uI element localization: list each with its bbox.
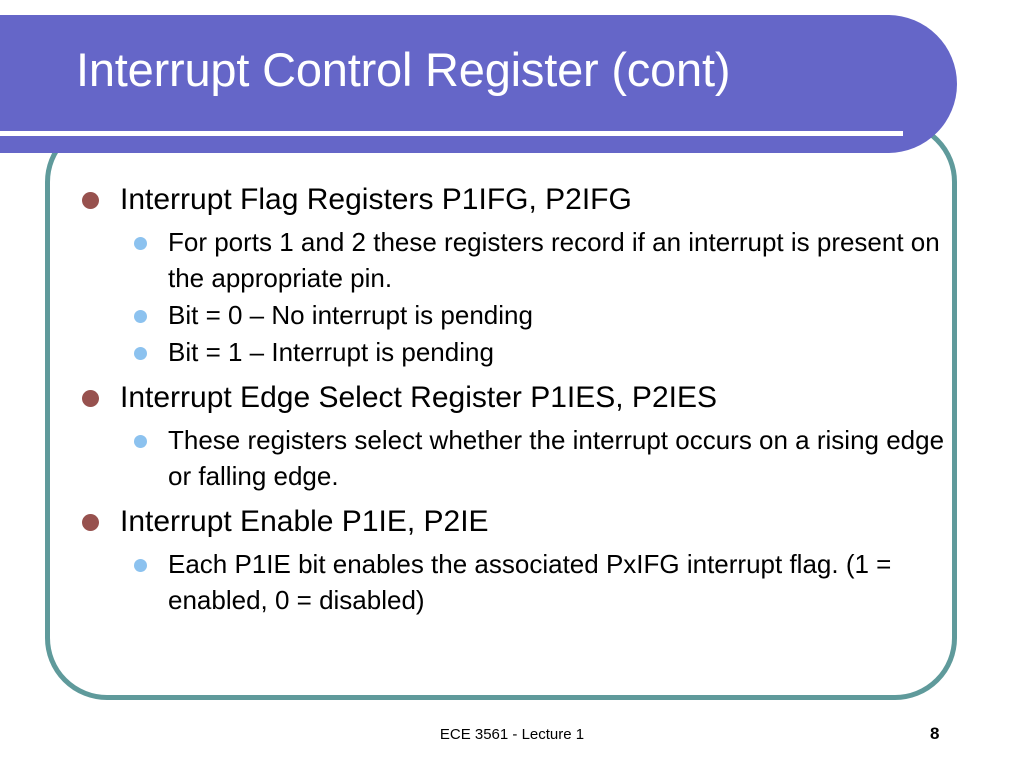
- bullet-level2: Bit = 1 – Interrupt is pending: [72, 334, 962, 370]
- bullet-level2: Each P1IE bit enables the associated PxI…: [72, 546, 962, 618]
- bullet-level2: For ports 1 and 2 these registers record…: [72, 224, 962, 296]
- title-underline-rule: [0, 131, 903, 136]
- bullet-dot-level2-icon: [134, 435, 147, 448]
- bullet-text: Each P1IE bit enables the associated PxI…: [168, 549, 892, 615]
- bullet-text: Bit = 1 – Interrupt is pending: [168, 337, 494, 367]
- bullet-level2: Bit = 0 – No interrupt is pending: [72, 297, 962, 333]
- slide-title: Interrupt Control Register (cont): [76, 43, 731, 96]
- bullet-text: Interrupt Flag Registers P1IFG, P2IFG: [120, 183, 632, 216]
- bullet-text: Bit = 0 – No interrupt is pending: [168, 300, 533, 330]
- bullet-dot-level2-icon: [134, 237, 147, 250]
- bullet-text: These registers select whether the inter…: [168, 425, 945, 491]
- bullet-dot-level2-icon: [134, 310, 147, 323]
- bullet-list: Interrupt Flag Registers P1IFG, P2IFG Fo…: [72, 178, 962, 619]
- bullet-level1: Interrupt Edge Select Register P1IES, P2…: [72, 376, 962, 419]
- bullet-text: Interrupt Edge Select Register P1IES, P2…: [120, 381, 717, 414]
- bullet-dot-level2-icon: [134, 559, 147, 572]
- bullet-dot-level1-icon: [82, 514, 99, 531]
- bullet-dot-level1-icon: [82, 390, 99, 407]
- bullet-level2: These registers select whether the inter…: [72, 422, 962, 494]
- bullet-dot-level1-icon: [82, 192, 99, 209]
- bullet-dot-level2-icon: [134, 347, 147, 360]
- bullet-text: For ports 1 and 2 these registers record…: [168, 227, 940, 293]
- footer-course-label: ECE 3561 - Lecture 1: [439, 726, 585, 743]
- bullet-level1: Interrupt Enable P1IE, P2IE: [72, 500, 962, 543]
- slide-page-number: 8: [930, 724, 940, 743]
- title-banner: [0, 15, 957, 153]
- bullet-level1: Interrupt Flag Registers P1IFG, P2IFG: [72, 178, 962, 221]
- bullet-text: Interrupt Enable P1IE, P2IE: [120, 505, 489, 538]
